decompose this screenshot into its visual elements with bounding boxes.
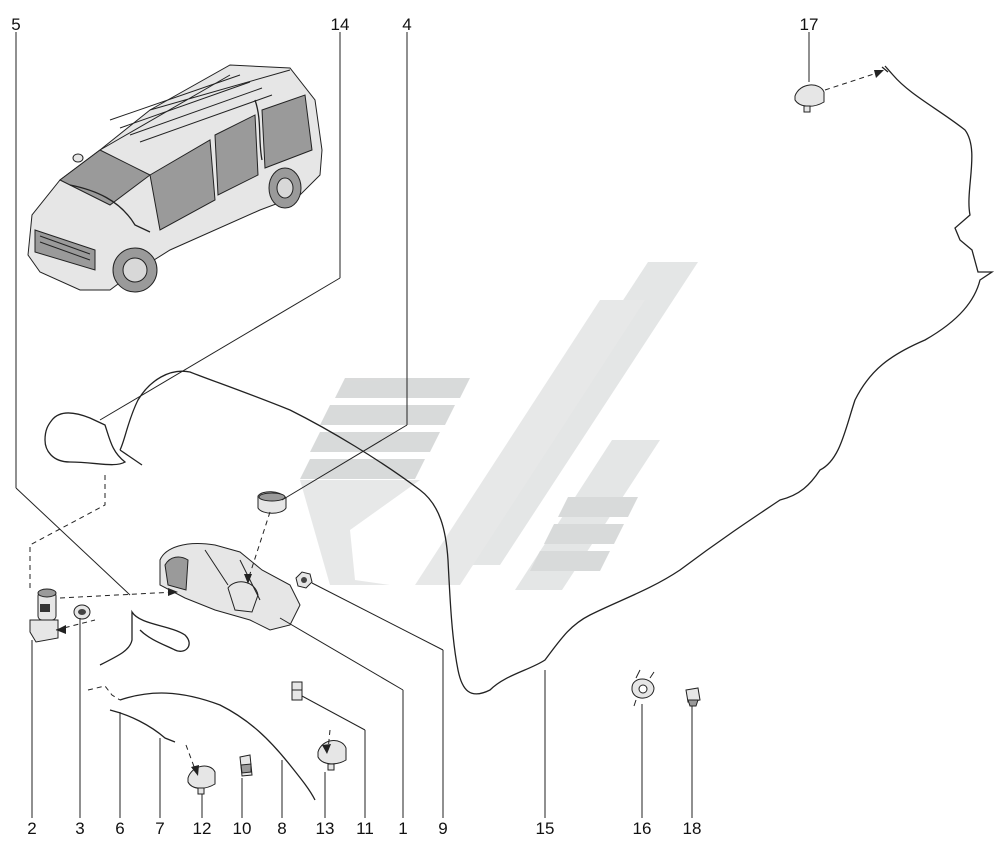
callout-8: 8 (277, 819, 286, 838)
callout-10: 10 (233, 819, 252, 838)
hose-14 (44, 412, 143, 466)
callout-16: 16 (633, 819, 652, 838)
callout-11: 11 (356, 819, 374, 838)
washer-pump (29, 588, 59, 643)
hose-6 (99, 609, 190, 666)
callout-5: 5 (11, 15, 20, 34)
filler-cap (257, 491, 287, 514)
hose-clip-18 (685, 687, 701, 707)
callout-17: 17 (800, 15, 819, 34)
washer-jet-12 (187, 765, 216, 795)
hose-15 (119, 65, 995, 695)
callout-2: 2 (27, 819, 36, 838)
hose-clip-11 (291, 681, 303, 701)
nut (295, 571, 313, 589)
callout-3: 3 (75, 819, 84, 838)
pump-grommet (73, 604, 91, 620)
car-illustration (27, 64, 323, 293)
callout-7: 7 (155, 819, 164, 838)
callout-1: 1 (398, 819, 407, 838)
hose-clip-16 (631, 669, 655, 707)
callout-13: 13 (316, 819, 335, 838)
hose-7 (109, 709, 176, 743)
callout-9: 9 (438, 819, 447, 838)
washer-reservoir (159, 542, 301, 631)
callout-6: 6 (115, 819, 124, 838)
assembly-guide-lines (29, 71, 881, 773)
callout-labels: 5 14 4 17 2 3 6 7 12 10 8 13 11 1 9 15 1… (11, 15, 818, 838)
washer-jet-13 (317, 740, 347, 771)
washer-jet-17 (794, 84, 825, 113)
watermark-logo (300, 262, 698, 590)
hose-clip-10 (239, 754, 253, 777)
leader-lines (15, 32, 810, 818)
callout-15: 15 (536, 819, 555, 838)
callout-4: 4 (402, 15, 411, 34)
hose-8 (119, 692, 316, 801)
arrow-heads (56, 70, 884, 776)
callout-12: 12 (193, 819, 212, 838)
callout-18: 18 (683, 819, 702, 838)
callout-14: 14 (331, 15, 350, 34)
